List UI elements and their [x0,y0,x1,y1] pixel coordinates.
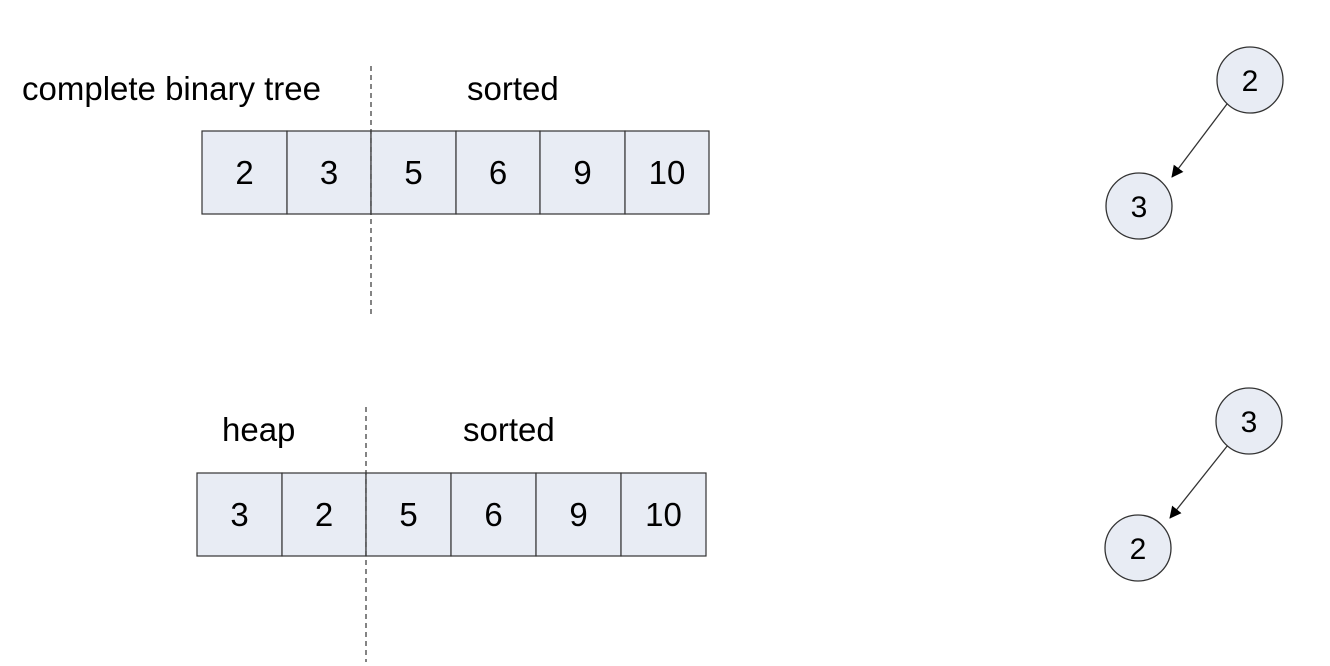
array: 2 3 5 6 9 10 [201,130,710,215]
array-cell: 10 [620,472,707,557]
array: 3 2 5 6 9 10 [196,472,707,557]
array-cell: 2 [281,472,367,557]
sorted-region-label: sorted [463,411,555,448]
cell-value: 5 [404,154,422,191]
cell-value: 6 [484,496,502,533]
tree-node-child: 3 [1105,172,1173,240]
array-cell: 5 [370,130,457,215]
array-cell: 2 [201,130,288,215]
heap-region-label: heap [222,411,295,448]
heap-region-label: complete binary tree [22,70,321,107]
tree: 3 2 [1104,387,1283,582]
cell-value: 2 [235,154,253,191]
cell-value: 10 [645,496,682,533]
node-value: 2 [1242,65,1259,98]
tree-node-root: 3 [1215,387,1283,455]
tree-edge [1171,103,1228,178]
array-cell: 3 [286,130,372,215]
array-cell: 9 [539,130,626,215]
cell-value: 3 [320,154,338,191]
cell-value: 5 [399,496,417,533]
array-cell: 9 [535,472,622,557]
cell-value: 9 [569,496,587,533]
panel-1: complete binary tree sorted 2 3 5 6 9 [22,46,1284,318]
node-value: 3 [1131,191,1148,224]
cell-value: 3 [230,496,248,533]
array-cell: 10 [624,130,710,215]
node-value: 3 [1241,406,1258,439]
cell-value: 10 [649,154,686,191]
tree: 2 3 [1105,46,1284,240]
cell-value: 9 [573,154,591,191]
array-cell: 3 [196,472,283,557]
node-value: 2 [1130,533,1147,566]
cell-value: 6 [489,154,507,191]
tree-node-root: 2 [1216,46,1284,114]
array-cell: 6 [455,130,541,215]
array-cell: 6 [450,472,537,557]
array-cell: 5 [365,472,452,557]
sorted-region-label: sorted [467,70,559,107]
panel-2: heap sorted 3 2 5 6 9 [196,387,1283,662]
cell-value: 2 [315,496,333,533]
tree-node-child: 2 [1104,514,1172,582]
tree-edge [1169,444,1229,519]
